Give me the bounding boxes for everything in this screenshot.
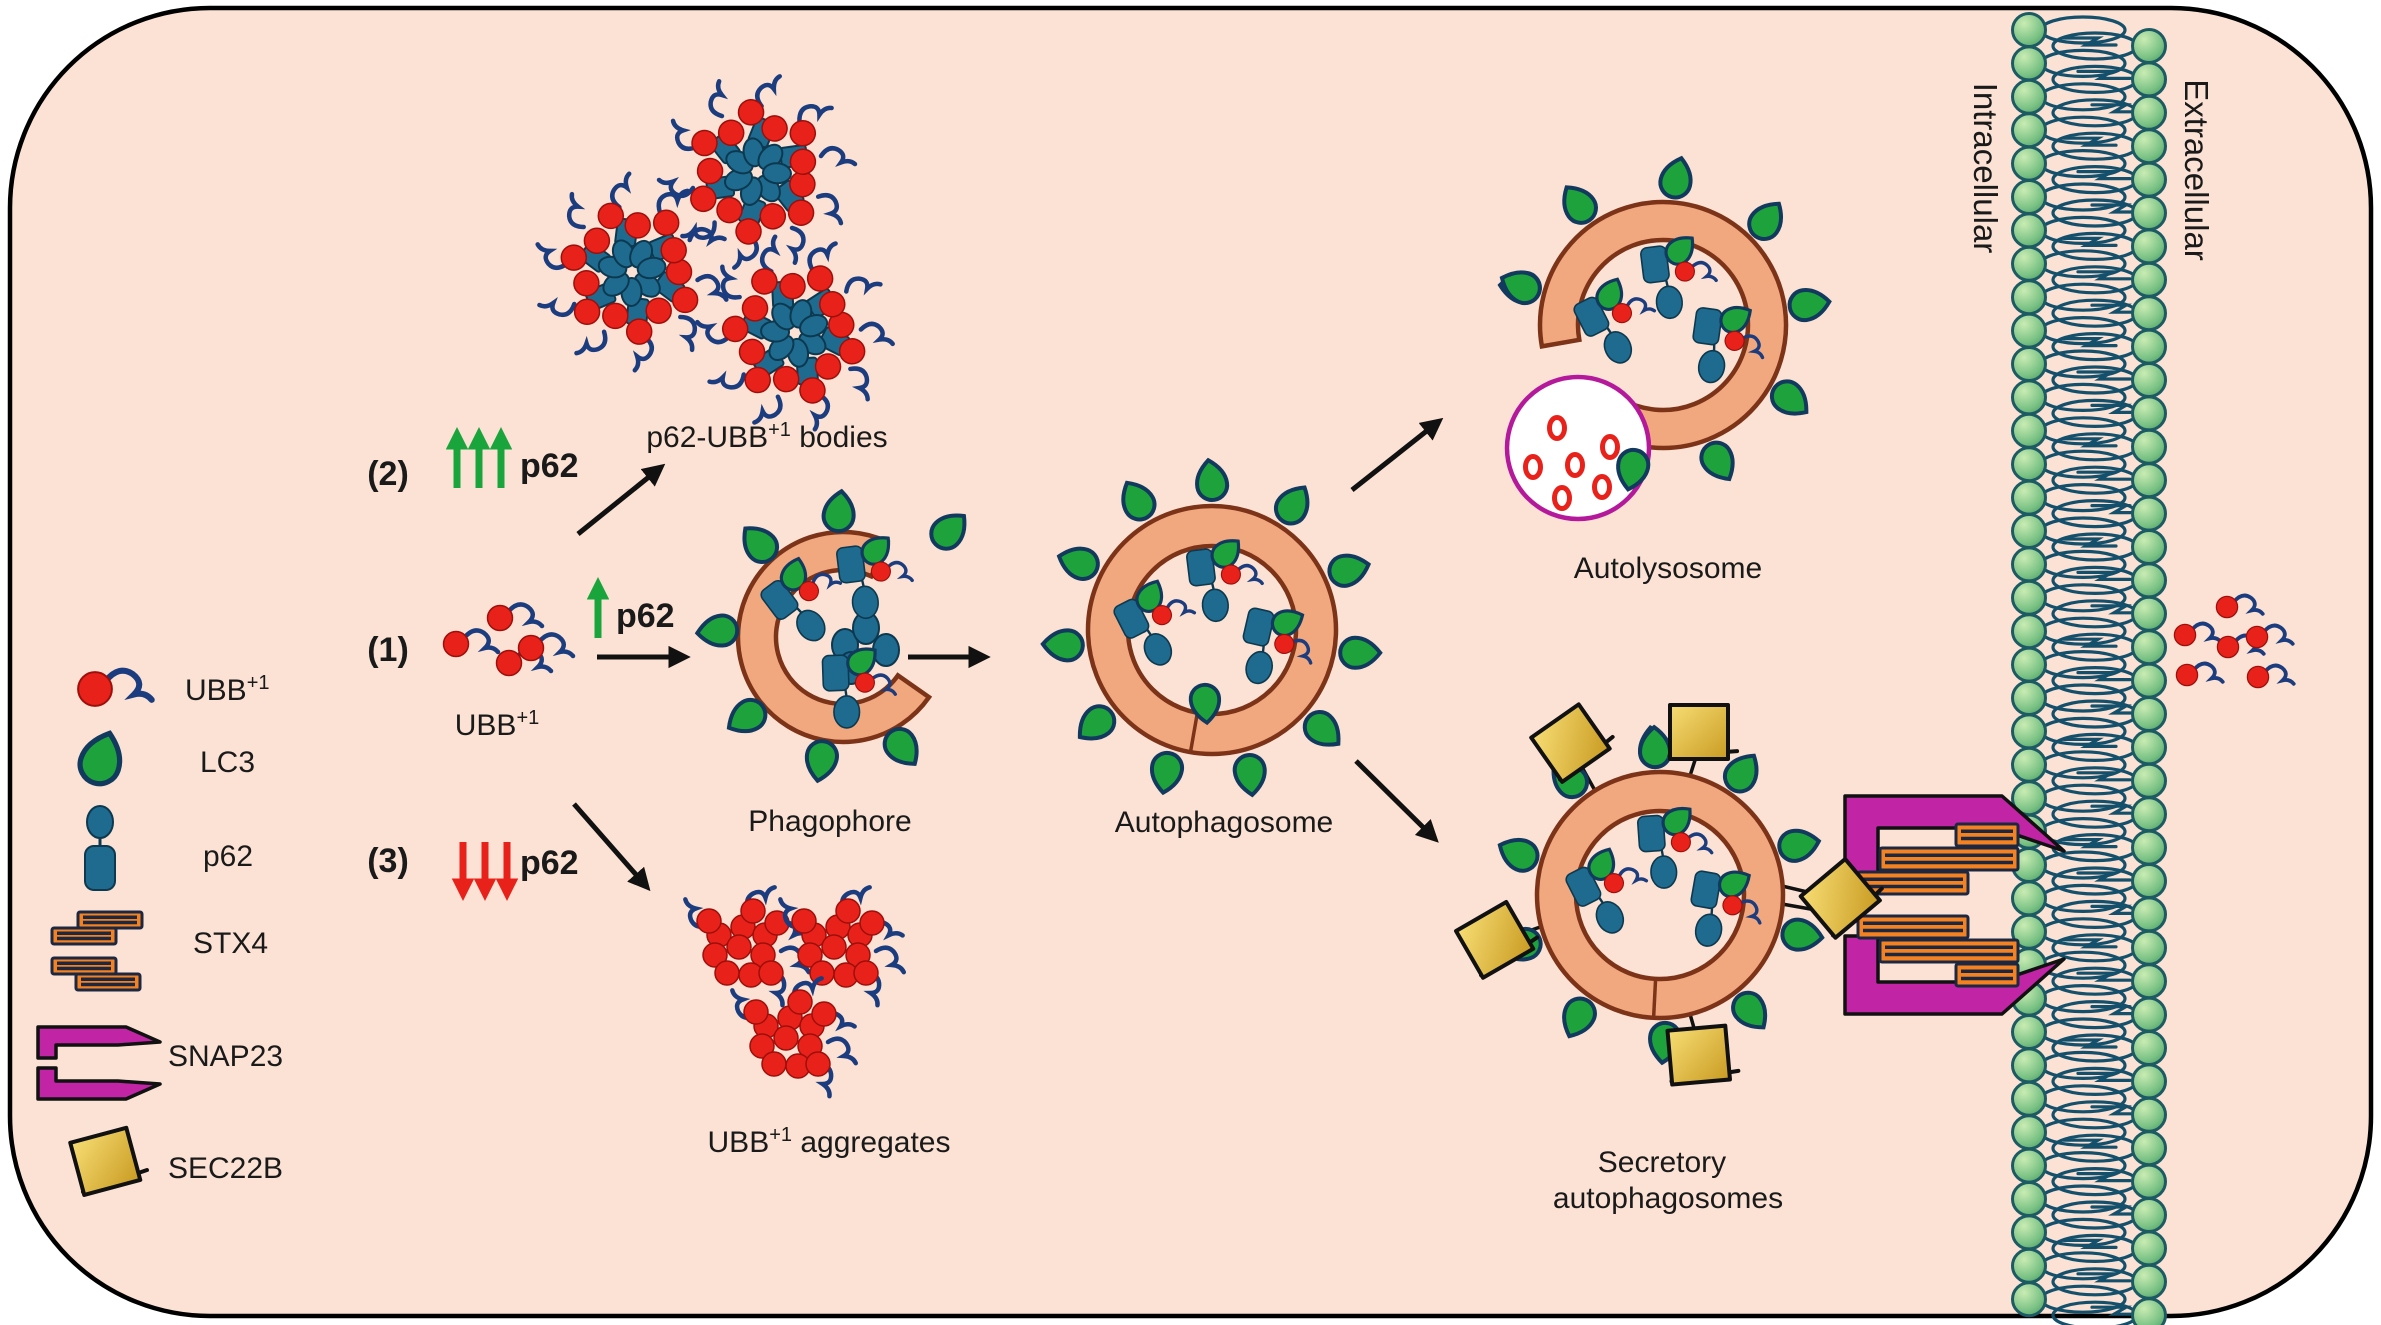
p62-ubb1-bodies: [535, 52, 907, 447]
secretory-label-line2: autophagosomes: [1553, 1182, 1783, 1215]
autolysosome: [1493, 152, 1834, 522]
flow-arrows: [572, 417, 1444, 892]
aggregates-label: UBB+1 aggregates: [708, 1124, 951, 1159]
secretory-label-line1: Secretory: [1598, 1146, 1726, 1179]
snap23-bottom-arm: [1843, 934, 2066, 1016]
autophagosome-label: Autophagosome: [1115, 806, 1334, 839]
bodies-label: p62-UBB+1 bodies: [646, 419, 887, 454]
phagophore: [693, 487, 975, 786]
legend-stx4-icon: [50, 910, 144, 992]
legend-snap23-label: SNAP23: [168, 1040, 283, 1073]
legend-p62-icon: [84, 805, 116, 891]
p62-ubb1-body: [535, 174, 729, 371]
step-2-label: (2): [367, 455, 409, 493]
phagophore-label: Phagophore: [748, 805, 911, 838]
step-1-label: (1): [367, 631, 409, 669]
autophagosome: [1042, 455, 1383, 799]
snare-fusion-complex: [1843, 794, 2066, 1016]
extracellular-label: Extracellular: [2178, 79, 2215, 261]
p62-ubb1-body: [638, 52, 876, 292]
ubb1-aggregate: [725, 971, 859, 1096]
plasma-membrane: [2011, 12, 2167, 1325]
legend-ubb1-label: UBB+1: [185, 672, 270, 707]
legend-stx4-label: STX4: [193, 927, 268, 960]
intracellular-label: Intracellular: [1967, 83, 2004, 254]
step-3-p62-label: p62: [520, 844, 579, 882]
lysosome: [1504, 374, 1652, 522]
ubb1-source-label: UBB+1: [455, 707, 540, 742]
ubb1-aggregates: [678, 880, 907, 1096]
legend-p62-label: p62: [203, 840, 253, 873]
legend-snap23-icon: [36, 1025, 162, 1101]
legend-sec22b-label: SEC22B: [168, 1152, 283, 1185]
flow-arrow: [572, 802, 651, 892]
stx4-bundle: [1856, 822, 2020, 988]
flow-arrow: [1350, 417, 1444, 492]
ubb1-aggregate: [678, 880, 812, 1005]
pathway-steps: (2) p62 (1) UBB+1 p62 (3) p62: [367, 427, 675, 901]
step-2-p62-label: p62: [520, 447, 579, 485]
step-1-p62-label: p62: [616, 597, 675, 635]
p62-ubb1-body: [683, 219, 908, 446]
legend-lc3-label: LC3: [200, 746, 255, 779]
secretory-autophagosome: [1450, 688, 1895, 1098]
autolysosome-label: Autolysosome: [1574, 552, 1762, 585]
flow-arrow: [576, 463, 666, 536]
step-3-label: (3): [367, 842, 409, 880]
legend: UBB+1 LC3 p62 STX4 SNAP23 SEC22B: [36, 671, 283, 1197]
flow-arrow: [1354, 759, 1439, 843]
ubb1-aggregate: [773, 880, 907, 1005]
